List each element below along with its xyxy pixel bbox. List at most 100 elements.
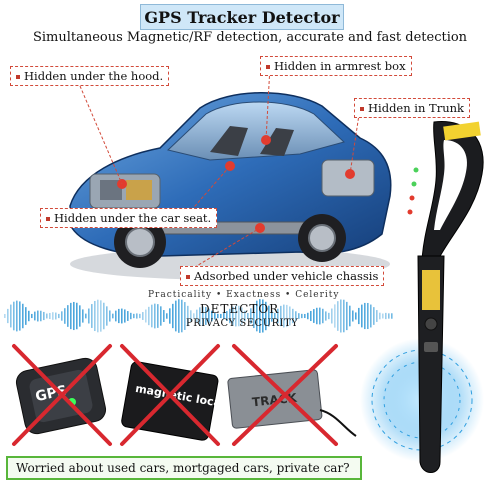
wave-bar <box>163 310 165 322</box>
wave-bar <box>361 304 363 328</box>
wave-bar <box>301 313 303 319</box>
callout-seat: Hidden under the car seat. <box>40 208 218 228</box>
wave-bar <box>307 312 309 320</box>
wave-bar <box>76 302 78 330</box>
wave-bar <box>337 301 339 331</box>
wave-bar <box>262 299 264 333</box>
wave-bar <box>202 306 204 326</box>
wave-bar <box>370 304 372 328</box>
wave-bar <box>136 313 138 319</box>
wave-bar <box>58 313 60 319</box>
wave-bar <box>328 312 330 320</box>
wave-bar <box>139 313 141 319</box>
wave-bar <box>385 312 387 320</box>
wave-bar <box>268 305 270 327</box>
wave-bar <box>28 310 30 322</box>
callout-chassis: Adsorbed under vehicle chassis <box>180 266 385 286</box>
wave-bar <box>4 314 6 318</box>
wave-bar <box>166 313 168 319</box>
wave-bar <box>364 302 366 330</box>
device-cable <box>319 409 357 437</box>
wave-bar <box>106 306 108 326</box>
wave-bar <box>52 312 54 320</box>
wave-bar <box>184 302 186 330</box>
wave-bar <box>130 312 132 320</box>
wave-bar <box>322 308 324 324</box>
wave-bar <box>37 310 39 322</box>
cross-icon <box>12 344 112 446</box>
wave-bar <box>73 301 75 331</box>
wave-bar <box>277 308 279 324</box>
wave-bar <box>10 304 12 328</box>
wave-bar <box>49 312 51 320</box>
car-windshield <box>166 101 345 161</box>
wave-bar <box>379 312 381 320</box>
car-illustration <box>69 65 392 280</box>
wave-bar <box>121 308 123 324</box>
wave-bar <box>145 309 147 323</box>
page-title: GPS Tracker Detector <box>140 4 344 30</box>
wave-bar <box>118 308 120 324</box>
wave-bar <box>25 307 27 325</box>
wave-bar <box>160 306 162 326</box>
wave-bar <box>85 313 87 319</box>
bullet-icon <box>186 275 190 279</box>
wave-bar <box>208 308 210 324</box>
car-seat-rear <box>260 128 294 156</box>
wave-bar <box>238 305 240 327</box>
wave-bar <box>220 313 222 319</box>
wave-bar <box>250 308 252 324</box>
wave-bar <box>388 313 390 319</box>
wave-bar <box>151 304 153 328</box>
detector-wand <box>360 121 484 473</box>
wave-bar <box>31 313 33 319</box>
wave-bar <box>64 308 66 324</box>
wave-bar <box>256 300 258 332</box>
footer-question-text: Worried about used cars, mortgaged cars,… <box>16 461 350 475</box>
leader-trunk <box>349 107 361 175</box>
wave-bar <box>391 313 393 319</box>
banner-tagline: Practicality • Exactness • Celerity <box>148 290 340 300</box>
wave-bar <box>232 306 234 326</box>
wave-bar <box>157 304 159 328</box>
wave-bar <box>112 313 114 319</box>
target-seat-dot <box>225 161 235 171</box>
footer-question: Worried about used cars, mortgaged cars,… <box>6 456 362 480</box>
wave-bar <box>376 310 378 322</box>
wave-bar <box>97 299 99 333</box>
wave-bar <box>253 303 255 329</box>
banner-privacy: PRIVACY SECURITY <box>186 318 299 329</box>
mode-knob-icon <box>424 317 438 331</box>
leader-chassis <box>189 227 261 271</box>
wave-bar <box>127 311 129 321</box>
wave-bar <box>259 299 261 333</box>
wave-bar <box>310 310 312 322</box>
wave-bar <box>292 308 294 324</box>
bullet-icon <box>266 65 270 69</box>
wave-bar <box>283 304 285 328</box>
wave-bar <box>124 309 126 323</box>
led-icon <box>413 167 419 173</box>
wave-bar <box>355 312 357 320</box>
wave-bar <box>205 307 207 325</box>
wave-bar <box>214 312 216 320</box>
wave-bar <box>382 313 384 319</box>
bullet-icon <box>16 75 20 79</box>
car-seat-front <box>210 126 248 156</box>
wave-bar <box>115 310 117 322</box>
wave-bar <box>148 306 150 326</box>
wave-bar <box>67 305 69 327</box>
wave-bar <box>211 310 213 322</box>
wand-label <box>443 121 481 141</box>
wave-bar <box>289 306 291 326</box>
wave-bar <box>22 303 24 329</box>
wave-bar <box>190 310 192 322</box>
wave-bar <box>169 308 171 324</box>
wave-bar <box>175 300 177 332</box>
wave-bar <box>226 311 228 321</box>
wave-bar <box>199 307 201 325</box>
wave-bar <box>172 303 174 329</box>
wave-bar <box>178 299 180 333</box>
wave-bar <box>304 313 306 319</box>
wave-bar <box>343 299 345 333</box>
